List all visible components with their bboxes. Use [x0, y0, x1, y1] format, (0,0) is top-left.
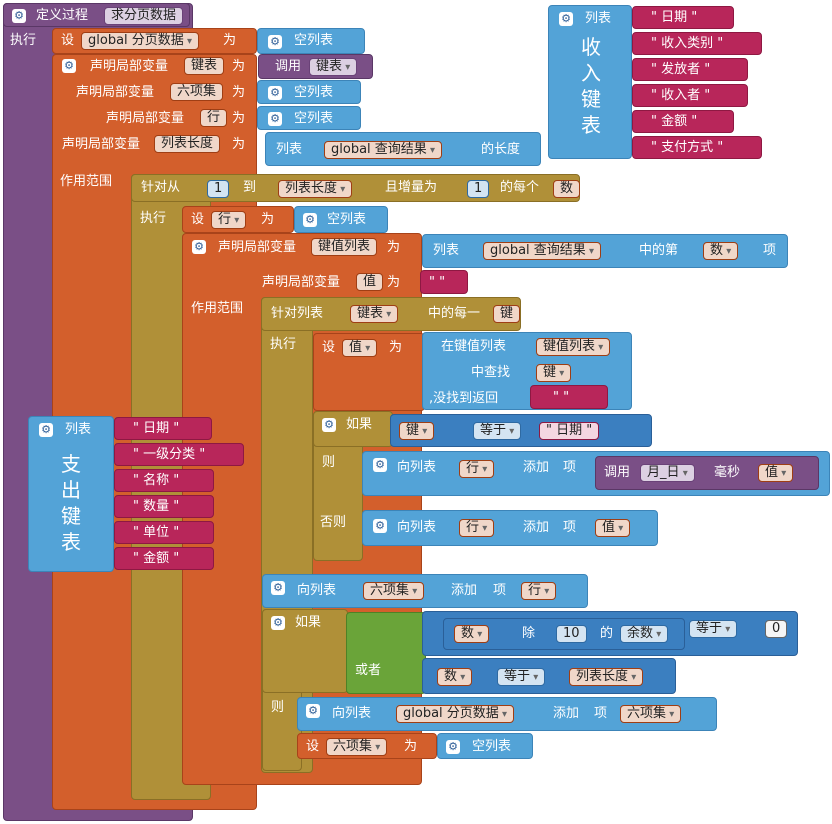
gear-icon[interactable]: ⚙: [271, 616, 285, 630]
string-item[interactable]: " 日期 ": [632, 6, 734, 29]
if-page-header[interactable]: ⚙ 如果: [262, 609, 348, 693]
set-value-block[interactable]: 设 值 为: [313, 333, 425, 411]
compare-length-block[interactable]: 数 等于 列表长度: [422, 658, 676, 694]
modulo-block[interactable]: 数 除 10 的 余数: [443, 618, 685, 650]
income-keys-title: 收入 键表: [581, 35, 601, 137]
if-date-header[interactable]: ⚙ 如果: [313, 411, 393, 447]
list-length-block[interactable]: 列表 global 查询结果 的长度: [265, 132, 541, 166]
empty-string-block[interactable]: " ": [420, 270, 468, 294]
string-item[interactable]: " 支付方式 ": [632, 136, 762, 159]
gear-icon[interactable]: ⚙: [268, 112, 282, 126]
string-item[interactable]: " 金额 ": [114, 547, 214, 570]
procedure-do-label: 执行: [10, 33, 37, 48]
gear-icon[interactable]: ⚙: [306, 704, 320, 718]
string-item[interactable]: " 数量 ": [114, 495, 214, 518]
gear-icon[interactable]: ⚙: [268, 86, 282, 100]
gear-icon[interactable]: ⚙: [268, 35, 282, 49]
scope-label: 作用范围: [60, 174, 113, 189]
add-row-block[interactable]: ⚙ 向列表 六项集 添加 项 行: [262, 574, 588, 608]
empty-list-block[interactable]: ⚙ 空列表: [257, 106, 361, 130]
string-item[interactable]: " 日期 ": [114, 417, 212, 440]
add-page-block[interactable]: ⚙ 向列表 global 分页数据 添加 项 六项集: [297, 697, 717, 731]
compare-equal-block[interactable]: 键 等于 " 日期 ": [390, 414, 652, 447]
gear-icon[interactable]: ⚙: [446, 740, 460, 754]
procedure-header[interactable]: ⚙ 定义过程 求分页数据: [3, 3, 190, 27]
select-list-item-block[interactable]: 列表 global 查询结果 中的第 数 项: [422, 234, 788, 268]
gear-icon[interactable]: ⚙: [559, 12, 573, 26]
empty-list-block[interactable]: ⚙ 空列表: [294, 206, 388, 233]
global-var-dropdown[interactable]: global 分页数据: [81, 32, 199, 50]
gear-icon[interactable]: ⚙: [373, 519, 387, 533]
string-item[interactable]: " 单位 ": [114, 521, 214, 544]
gear-icon[interactable]: ⚙: [39, 423, 53, 437]
default-string-block[interactable]: " ": [530, 385, 608, 409]
for-range-header[interactable]: 针对从 1 到 列表长度 且增量为 1 的每个 数: [131, 174, 581, 202]
gear-icon[interactable]: ⚙: [62, 59, 76, 73]
gear-icon[interactable]: ⚙: [373, 458, 387, 472]
add-item-value-block[interactable]: ⚙ 向列表 行 添加 项 值: [362, 510, 658, 546]
string-item[interactable]: " 发放者 ": [632, 58, 748, 81]
empty-list-block[interactable]: ⚙ 空列表: [437, 733, 533, 759]
gear-icon[interactable]: ⚙: [271, 581, 285, 595]
for-each-header[interactable]: 针对列表 键表 中的每一 键: [261, 297, 521, 331]
logic-or-block[interactable]: 或者: [346, 612, 426, 694]
gear-icon[interactable]: ⚙: [322, 418, 336, 432]
gear-icon[interactable]: ⚙: [303, 213, 317, 227]
procedure-label: 定义过程: [36, 8, 89, 23]
empty-list-block[interactable]: ⚙ 空列表: [257, 80, 361, 104]
call-keytable-block[interactable]: 调用 键表: [258, 54, 373, 79]
gear-icon[interactable]: ⚙: [12, 9, 26, 23]
set-sixset-block[interactable]: 设 六项集 为: [297, 733, 437, 759]
string-item[interactable]: " 金额 ": [632, 110, 734, 133]
call-date-fn-block[interactable]: 调用 月_日 毫秒 值: [595, 456, 819, 490]
compare-mod-block[interactable]: 数 除 10 的 余数 等于 0: [422, 611, 798, 656]
procedure-name[interactable]: 求分页数据: [104, 7, 184, 25]
set-row-block[interactable]: 设 行 为: [182, 206, 294, 233]
scope-label: 作用范围: [191, 301, 244, 316]
string-item[interactable]: " 一级分类 ": [114, 443, 244, 466]
expense-keys-block[interactable]: ⚙ 列表 支出 键表: [28, 416, 114, 572]
empty-list-block[interactable]: ⚙ 空列表: [257, 28, 365, 54]
string-item[interactable]: " 收入类别 ": [632, 32, 762, 55]
string-item[interactable]: " 收入者 ": [632, 84, 748, 107]
gear-icon[interactable]: ⚙: [192, 240, 206, 254]
income-keys-block[interactable]: ⚙ 列表 收入 键表: [548, 5, 632, 159]
string-item[interactable]: " 名称 ": [114, 469, 214, 492]
set-global-block[interactable]: 设 global 分页数据 为: [52, 28, 257, 54]
expense-keys-title: 支出 键表: [61, 452, 81, 554]
